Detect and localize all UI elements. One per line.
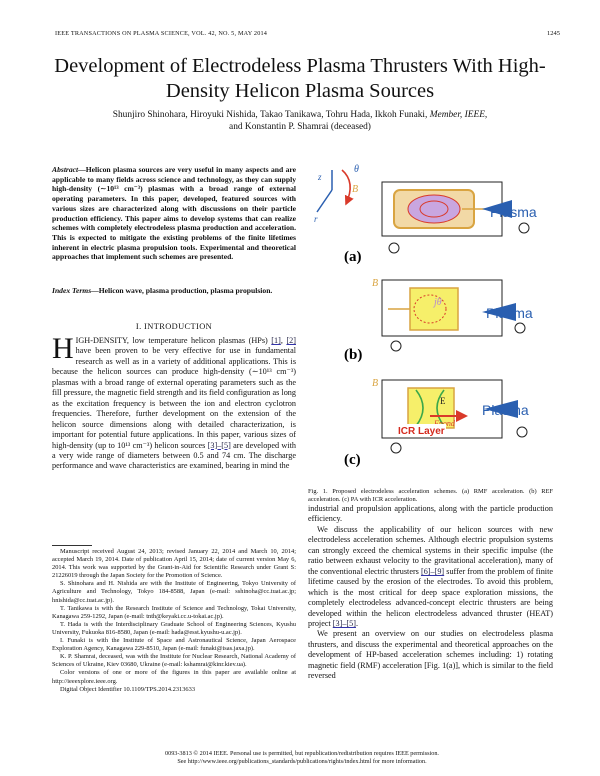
paper-title: Development of Electrodeless Plasma Thru… <box>54 55 546 102</box>
panel-a-label: (a) <box>344 249 362 265</box>
citation-link[interactable]: [6]–[9] <box>420 566 445 576</box>
plasma-label-a: Plasma <box>490 204 537 220</box>
e-field-label: E <box>440 396 446 406</box>
plasma-arrow <box>484 400 518 418</box>
plasma-arrow <box>482 303 516 321</box>
citation-link[interactable]: [1] <box>271 336 281 345</box>
b-field-label: B <box>352 184 358 195</box>
current-loop <box>413 294 447 324</box>
footnote: T. Hada is with the Interdisciplinary Gr… <box>52 620 296 636</box>
footnote-rule <box>52 545 92 546</box>
footnote: Color versions of one or more of the fig… <box>52 669 296 685</box>
plasma-region <box>409 287 459 331</box>
citation-link[interactable]: [3]–[5] <box>332 618 356 628</box>
figure-1: θ z r B Plasma (a) B jθ Plasma <box>314 164 537 468</box>
f-pond-label: Fpond <box>433 419 456 428</box>
current-loop <box>419 200 449 218</box>
panel-a-diagram: θ z r B Plasma (a) <box>314 164 537 265</box>
ac-source-icon <box>390 340 402 352</box>
journal-header: IEEE TRANSACTIONS ON PLASMA SCIENCE, VOL… <box>55 30 268 37</box>
footer-line2[interactable]: See http://www.ieee.org/publications_sta… <box>177 758 427 765</box>
z-label: z <box>317 172 322 182</box>
paragraph-text: suffer from the problem of finite lifeti… <box>308 566 553 628</box>
abstract-text: —Helicon plasma sources are very useful … <box>52 165 296 262</box>
index-terms-text: —Helicon wave, plasma production, plasma… <box>91 286 273 295</box>
copyright-footer: 0093-3813 © 2014 IEEE. Personal use is p… <box>52 750 552 766</box>
panel-c-label: (c) <box>344 452 361 468</box>
footnote: S. Shinohara and H. Nishida are with the… <box>52 580 296 604</box>
index-terms: Index Terms—Helicon wave, plasma product… <box>52 286 296 296</box>
footnote: Digital Object Identifier 10.1109/TPS.20… <box>60 685 196 693</box>
abstract-label: Abstract <box>52 165 79 174</box>
author-list: Shunjiro Shinohara, Hiroyuki Nishida, Ta… <box>80 109 520 133</box>
theta-label: θ <box>354 164 359 175</box>
paragraph-text: We discuss the applicability of our heli… <box>308 524 553 576</box>
authors-line2: and Konstantin P. Shamrai (deceased) <box>229 122 371 132</box>
footnote: I. Funaki is with the Institute of Space… <box>52 637 296 653</box>
dropcap: H <box>52 332 74 365</box>
authors-member: Member, IEEE, <box>429 110 488 120</box>
section-heading-intro: I. INTRODUCTION <box>135 322 213 331</box>
citation-link[interactable]: [3]–[5] <box>207 440 231 450</box>
intro-start: IGH-DENSITY, low temperature helicon pla… <box>75 336 272 345</box>
b-field-label: B <box>372 378 378 389</box>
plasma-column <box>407 194 461 224</box>
paragraph: industrial and propulsion applications, … <box>308 504 553 524</box>
paragraph-text: . <box>355 618 359 628</box>
paragraph: We present an overview on our studies on… <box>308 629 553 681</box>
r-label: r <box>314 214 318 224</box>
footnote: K. P. Shamrai, deceased, was with the In… <box>52 653 296 669</box>
plasma-label-b: Plasma <box>486 305 533 321</box>
ac-source-icon <box>388 242 400 254</box>
panel-b-label: (b) <box>344 347 362 363</box>
ac-source-icon <box>514 322 526 334</box>
authors-line1: Shunjiro Shinohara, Hiroyuki Nishida, Ta… <box>112 110 428 120</box>
abstract: Abstract—Helicon plasma sources are very… <box>52 165 296 262</box>
right-column-text: industrial and propulsion applications, … <box>308 504 553 682</box>
b-field-label: B <box>372 278 378 289</box>
intro-mid: have been proven to be very effective fo… <box>52 346 296 450</box>
plasma-region <box>407 387 455 429</box>
footer-line1: 0093-3813 © 2014 IEEE. Personal use is p… <box>165 750 439 757</box>
j-theta-label: jθ <box>432 297 442 308</box>
plasma-label-c: Plasma <box>482 402 529 418</box>
intro-end: are developed with a very wide range of … <box>52 440 296 471</box>
footnote: Manuscript received August 24, 2013; rev… <box>52 548 296 580</box>
icr-layer-label: ICR Layer <box>398 426 445 437</box>
rotation-arrow <box>341 169 354 206</box>
plasma-arrow <box>482 200 512 218</box>
footnotes: Manuscript received August 24, 2013; rev… <box>52 548 296 694</box>
footnote: T. Tanikawa is with the Research Institu… <box>52 604 296 620</box>
axis-arrow <box>316 189 333 213</box>
panel-b-diagram: B jθ Plasma (b) <box>344 278 533 363</box>
page-number: 1245 <box>547 30 560 37</box>
ac-source-icon <box>516 426 528 438</box>
paragraph: We discuss the applicability of our heli… <box>308 525 553 630</box>
figure-caption: Fig. 1. Proposed electrodeless accelerat… <box>308 488 553 504</box>
field-lines-green <box>415 389 445 427</box>
ac-source-icon <box>518 222 530 234</box>
ac-source-icon <box>390 442 402 454</box>
index-terms-label: Index Terms <box>52 286 92 295</box>
panel-c-diagram: B E Fpond Plasma ICR Layer (c) <box>344 378 529 468</box>
citation-link[interactable]: [2] <box>286 336 296 345</box>
icr-label-bg <box>396 424 446 436</box>
